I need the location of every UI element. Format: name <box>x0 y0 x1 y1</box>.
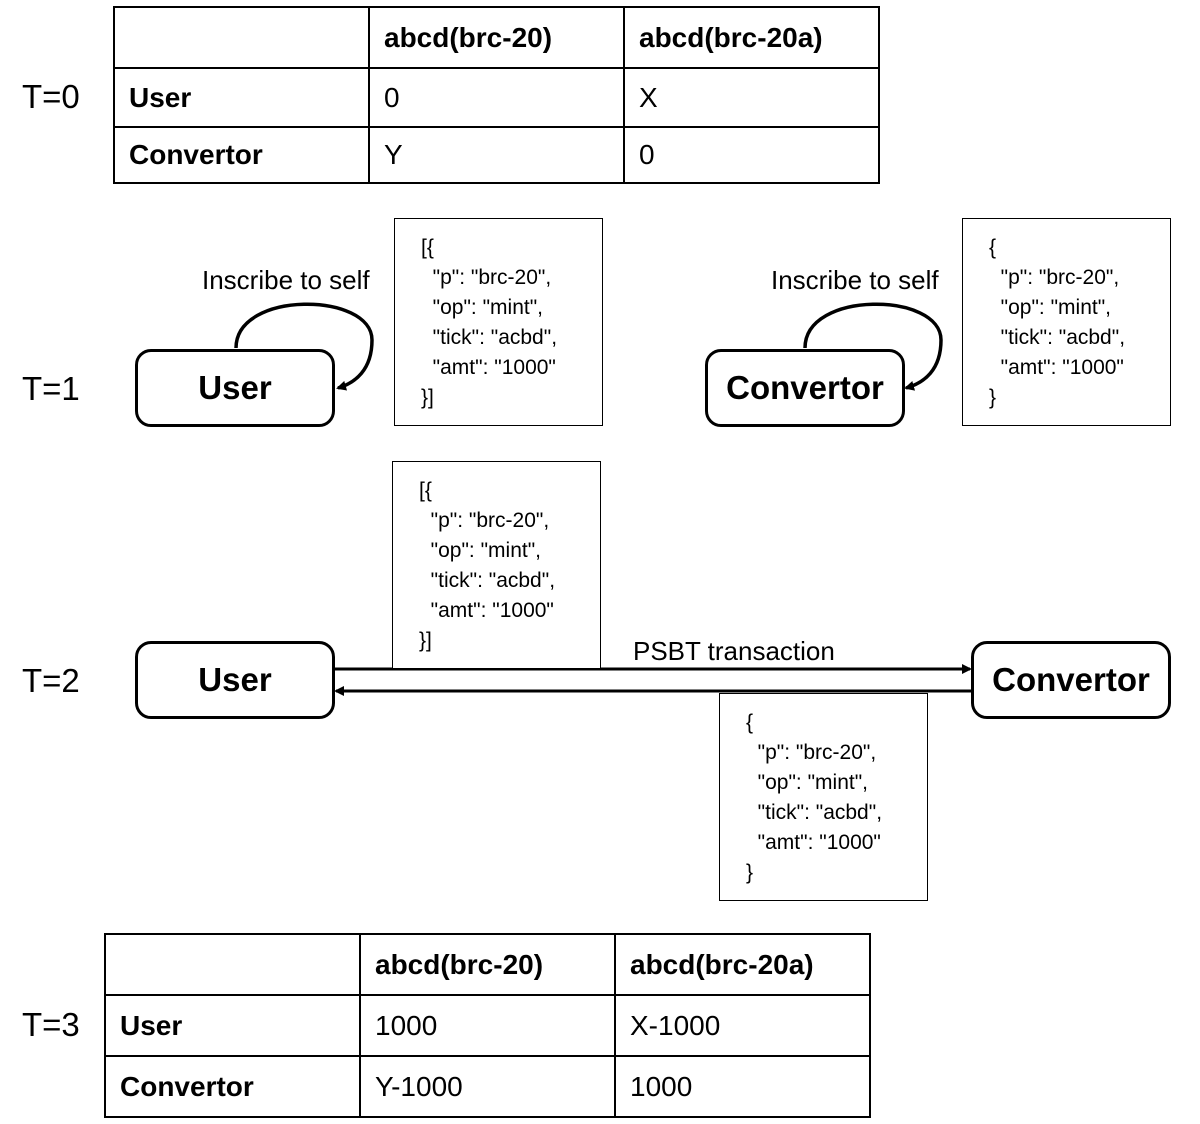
table-header-row: abcd(brc-20) abcd(brc-20a) <box>104 933 871 996</box>
table-cell: 1000 <box>614 1055 871 1118</box>
timestep-label-t0: T=0 <box>22 78 80 115</box>
table-cell: X-1000 <box>614 994 871 1057</box>
self-inscribe-loop-user <box>234 302 374 391</box>
table-header-cell: abcd(brc-20a) <box>623 6 880 69</box>
table-cell: X <box>623 67 880 128</box>
self-inscribe-loop-convertor <box>803 302 943 391</box>
table-cell: Y-1000 <box>359 1055 616 1118</box>
table-row: Convertor Y-1000 1000 <box>104 1055 871 1118</box>
row-label-convertor: Convertor <box>113 126 370 184</box>
table-cell: 1000 <box>359 994 616 1057</box>
inscription-json-convertor-t2: { "p": "brc-20", "op": "mint", "tick": "… <box>719 693 928 901</box>
table-row: User 0 X <box>113 67 880 128</box>
inscription-json-user-t2: [{ "p": "brc-20", "op": "mint", "tick": … <box>392 461 601 669</box>
table-cell: 0 <box>368 67 625 128</box>
row-label-convertor: Convertor <box>104 1055 361 1118</box>
inscription-json-convertor-t1: { "p": "brc-20", "op": "mint", "tick": "… <box>962 218 1171 426</box>
inscribe-note-user: Inscribe to self <box>202 265 370 295</box>
table-header-cell: abcd(brc-20a) <box>614 933 871 996</box>
convertor-node-t2: Convertor <box>971 641 1171 719</box>
timestep-label-t1: T=1 <box>22 370 80 407</box>
user-node-t1: User <box>135 349 335 427</box>
table-header-cell <box>104 933 361 996</box>
inscription-json-user-t1: [{ "p": "brc-20", "op": "mint", "tick": … <box>394 218 603 426</box>
timestep-label-t3: T=3 <box>22 1006 80 1043</box>
balance-table-t3: abcd(brc-20) abcd(brc-20a) User 1000 X-1… <box>104 933 871 1118</box>
table-header-row: abcd(brc-20) abcd(brc-20a) <box>113 6 880 69</box>
table-row: User 1000 X-1000 <box>104 994 871 1057</box>
table-cell: Y <box>368 126 625 184</box>
convertor-node-t1: Convertor <box>705 349 905 427</box>
table-header-cell: abcd(brc-20) <box>368 6 625 69</box>
user-node-t2: User <box>135 641 335 719</box>
table-header-cell: abcd(brc-20) <box>359 933 616 996</box>
table-header-cell <box>113 6 370 69</box>
timestep-label-t2: T=2 <box>22 662 80 699</box>
row-label-user: User <box>113 67 370 128</box>
table-cell: 0 <box>623 126 880 184</box>
psbt-transaction-label: PSBT transaction <box>633 636 835 666</box>
balance-table-t0: abcd(brc-20) abcd(brc-20a) User 0 X Conv… <box>113 6 880 184</box>
inscribe-note-convertor: Inscribe to self <box>771 265 939 295</box>
table-row: Convertor Y 0 <box>113 126 880 184</box>
row-label-user: User <box>104 994 361 1057</box>
